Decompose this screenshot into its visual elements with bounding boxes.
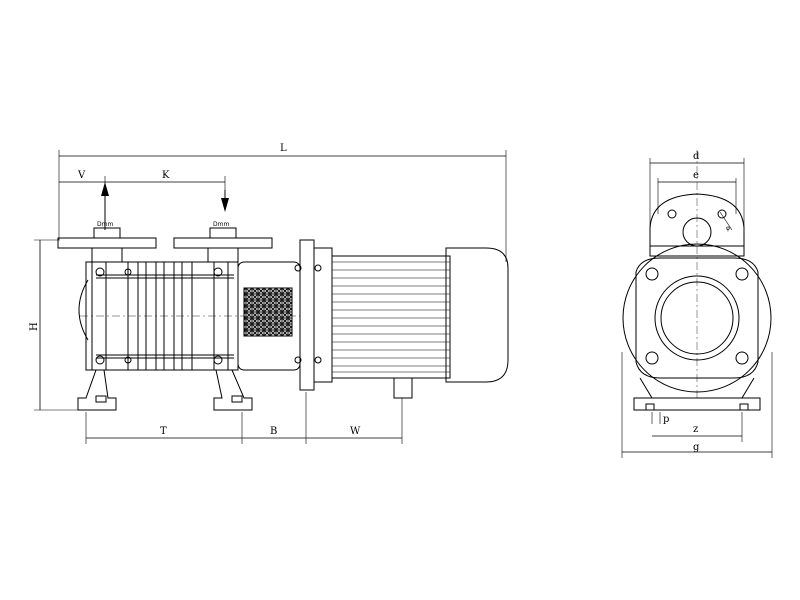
pump-casing-end xyxy=(622,150,772,398)
dimension-L: L xyxy=(58,143,507,262)
label-z: z xyxy=(693,424,698,435)
motor-body xyxy=(331,247,509,399)
dimension-H: H xyxy=(29,239,80,411)
dimension-z: z xyxy=(652,412,743,442)
label-phi: φ xyxy=(726,225,730,232)
label-T: T xyxy=(160,426,167,437)
dimension-e: e xyxy=(657,170,737,214)
outlet-flange: Dmm xyxy=(173,221,273,262)
label-d: d xyxy=(693,151,700,162)
dimension-T-B-W: T B W xyxy=(85,392,403,444)
label-K: K xyxy=(162,170,170,181)
end-view: d e φ xyxy=(621,150,773,458)
label-L: L xyxy=(280,143,287,154)
inlet-flange: Dmm xyxy=(57,221,157,262)
inlet-arrow xyxy=(101,182,109,230)
pump-body xyxy=(78,261,300,371)
label-p: p xyxy=(663,414,669,425)
dimension-p: p xyxy=(651,412,669,425)
label-W: W xyxy=(350,426,361,437)
label-B: B xyxy=(270,426,277,437)
dimension-g: g xyxy=(621,352,773,458)
motor-flange xyxy=(299,239,333,391)
label-H: H xyxy=(29,322,40,331)
label-e: e xyxy=(693,170,699,181)
coupling-guard xyxy=(237,261,302,371)
outlet-port-label: Dmm xyxy=(213,221,229,228)
base-end xyxy=(633,377,761,411)
outlet-arrow xyxy=(221,190,229,212)
inlet-port-label: Dmm xyxy=(97,221,113,228)
dimension-V-K: V K xyxy=(59,170,226,200)
side-view: L V K Dmm xyxy=(29,143,509,444)
pump-feet xyxy=(77,369,253,411)
label-V: V xyxy=(77,170,86,181)
label-g: g xyxy=(693,442,700,453)
